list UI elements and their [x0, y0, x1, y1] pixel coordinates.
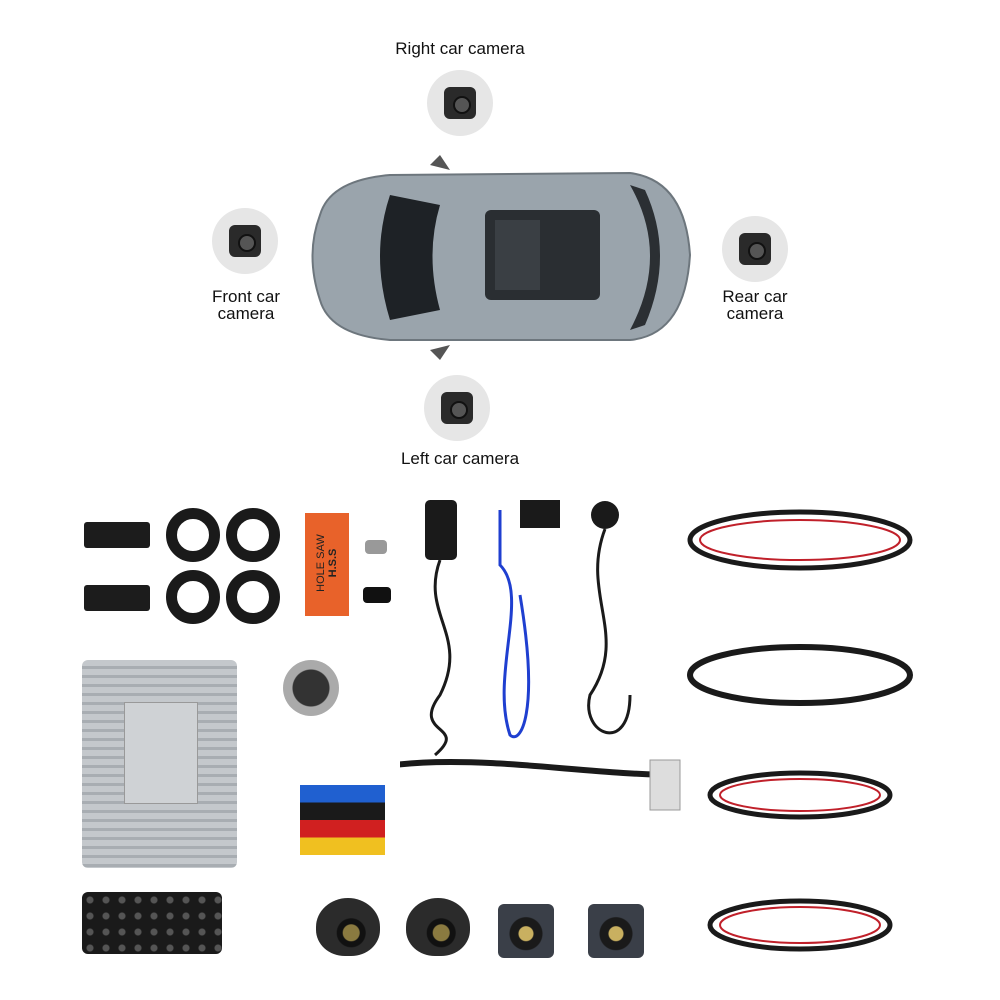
- rubber-grommet: [226, 570, 280, 624]
- car-top-view: [311, 155, 692, 360]
- cables: [400, 500, 913, 952]
- camera-icon: [444, 87, 476, 119]
- control-knob: [283, 660, 339, 716]
- screws: [363, 587, 391, 603]
- front-camera-bubble: [212, 208, 278, 274]
- left-camera-label: Left car camera: [400, 449, 520, 468]
- gps-module: [425, 500, 457, 560]
- front-camera-label-1: Front car: [211, 287, 281, 306]
- hss-text: H.S.S: [327, 548, 339, 578]
- square-camera: [588, 904, 644, 958]
- right-camera-label: Right car camera: [395, 39, 525, 58]
- round-camera: [406, 898, 470, 956]
- camera-icon: [739, 233, 771, 265]
- hole-saw-text: HOLE SAW: [315, 534, 327, 592]
- control-box: [82, 660, 237, 868]
- rubber-grommet: [226, 508, 280, 562]
- hole-saw-box: HOLE SAW H.S.S: [305, 513, 349, 616]
- rear-camera-label-1: Rear car: [722, 287, 788, 306]
- remote-control: [82, 892, 222, 954]
- front-camera-label-2: camera: [217, 304, 275, 323]
- extension-cables: [687, 509, 913, 952]
- left-camera-bubble: [424, 375, 490, 441]
- round-camera: [316, 898, 380, 956]
- rca-connectors: [300, 785, 385, 855]
- mounting-bracket: [84, 585, 150, 611]
- camera-icon: [229, 225, 261, 257]
- mounting-bracket: [84, 522, 150, 548]
- rear-camera-label-2: camera: [726, 304, 784, 323]
- rubber-grommet: [166, 570, 220, 624]
- right-camera-bubble: [427, 70, 493, 136]
- camera-icon: [441, 392, 473, 424]
- square-camera: [498, 904, 554, 958]
- rear-camera-bubble: [722, 216, 788, 282]
- screws: [365, 540, 387, 554]
- rubber-grommet: [166, 508, 220, 562]
